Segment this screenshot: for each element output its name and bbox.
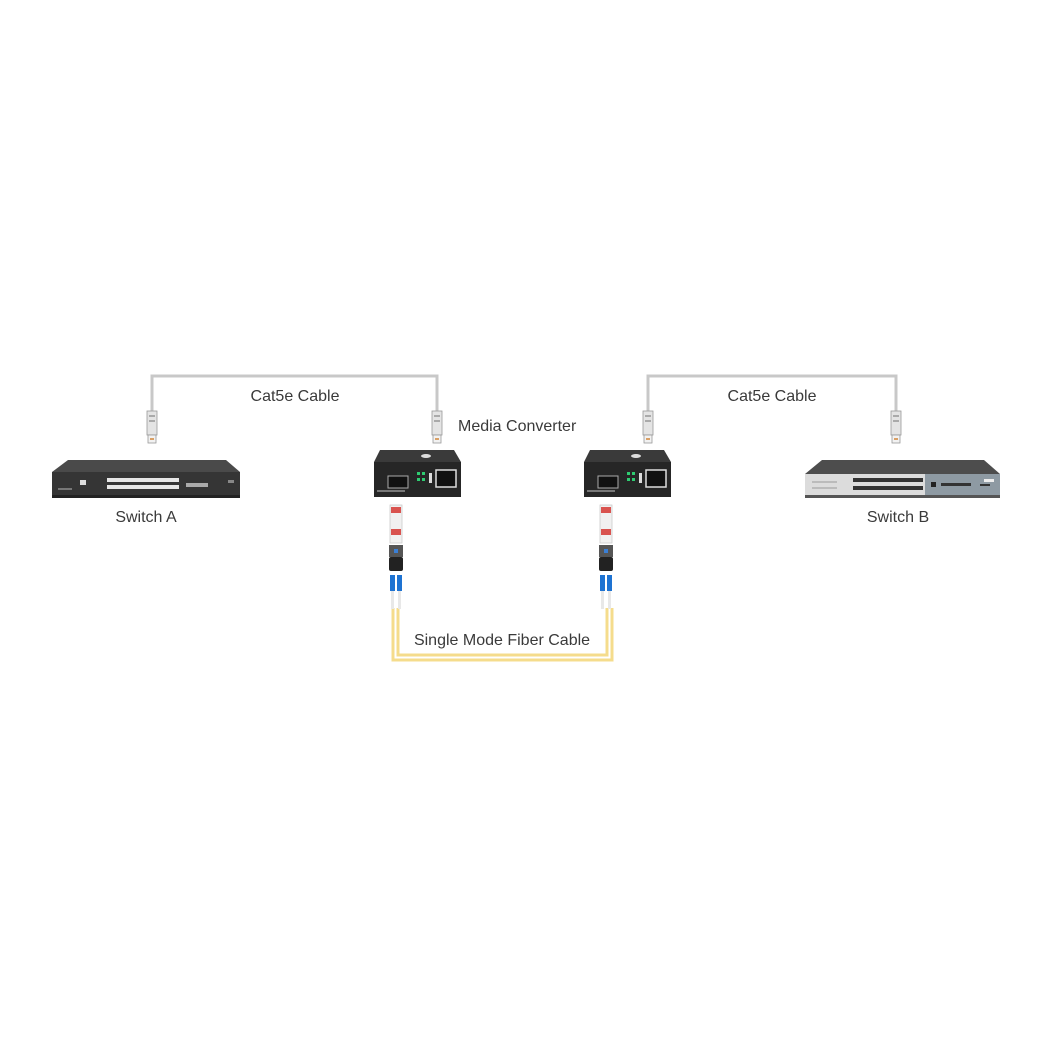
media-converter-1-icon (373, 449, 462, 498)
switch-a-icon (52, 460, 240, 498)
media-converter-label: Media Converter (458, 418, 577, 435)
switch-a-label: Switch A (115, 509, 177, 526)
rj45-connector-icon (890, 410, 902, 444)
cat5e-cable-right-label: Cat5e Cable (728, 388, 817, 405)
rj45-connector-icon (146, 410, 158, 444)
sfp-lc-connector-icon (598, 504, 614, 610)
sfp-lc-connector-icon (388, 504, 404, 610)
media-converter-2-icon (583, 449, 672, 498)
cat5e-cable-left-label: Cat5e Cable (251, 388, 340, 405)
cat5e-cable-left (146, 374, 443, 444)
single-mode-fiber-cable (388, 504, 614, 662)
switch-b-icon (805, 460, 1000, 498)
cat5e-cable-right (642, 374, 902, 444)
fiber-cable-label: Single Mode Fiber Cable (414, 632, 590, 649)
rj45-connector-icon (642, 410, 654, 444)
rj45-connector-icon (431, 410, 443, 444)
switch-b-label: Switch B (867, 509, 929, 526)
